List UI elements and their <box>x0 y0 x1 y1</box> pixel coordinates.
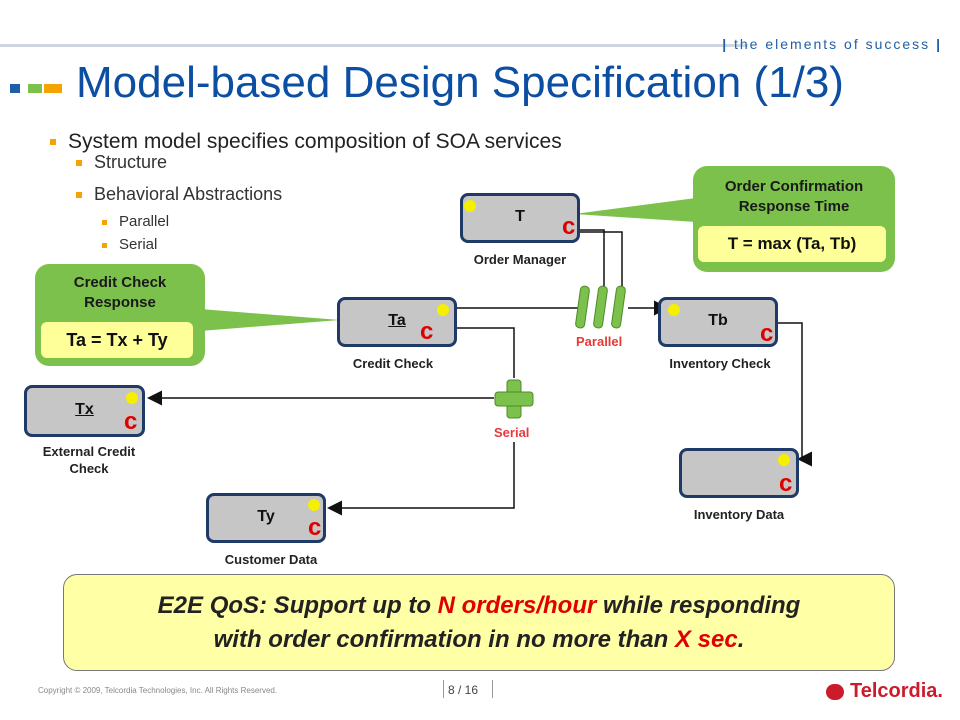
bullet-l2-behavior: Behavioral Abstractions <box>76 184 282 205</box>
label-serial: Serial <box>494 425 530 440</box>
bullet-l3-serial: Serial <box>102 236 157 253</box>
service-order-manager-symbol: T <box>515 208 525 225</box>
edge-om-parallel-1 <box>572 229 605 292</box>
bullet-l2-structure-text: Structure <box>94 152 168 172</box>
caption-credit-check: Credit Check <box>352 356 434 371</box>
port-dot-icon <box>464 200 476 212</box>
callout-credit-title-l2: Response <box>84 294 156 311</box>
service-credit-check-symbol: Ta <box>388 312 406 329</box>
port-c-icon: c <box>779 470 793 497</box>
bullet-square-icon <box>50 139 56 146</box>
bullet-l1-text: System model specifies composition of SO… <box>68 130 562 153</box>
bullet-l3-serial-text: Serial <box>119 236 158 253</box>
edge-ta-serial <box>430 327 515 378</box>
bullet-l3-parallel: Parallel <box>102 213 169 230</box>
bullet-l2-structure: Structure <box>76 152 167 173</box>
port-c-icon: c <box>124 408 138 435</box>
bullet-l3-parallel-text: Parallel <box>119 213 170 230</box>
caption-order-manager: Order Manager <box>473 252 567 267</box>
formula-credit: Ta = Tx + Ty <box>41 322 193 358</box>
serial-operator-icon <box>494 379 534 419</box>
callout-order-title-l2: Response Time <box>738 198 850 215</box>
qos-line-2: with order confirmation in no more than … <box>64 623 894 657</box>
bullet-l2-behavior-text: Behavioral Abstractions <box>94 184 283 204</box>
slide-title: Model-based Design Specification (1/3) <box>76 58 844 107</box>
title-deco-blue <box>10 84 20 93</box>
callout-order-title-l1: Order Confirmation <box>724 178 864 195</box>
qos-statement: E2E QoS: Support up to N orders/hour whi… <box>63 574 895 671</box>
edge-om-parallel-2 <box>572 231 623 292</box>
port-dot-icon <box>437 304 449 316</box>
qos-highlight: X sec <box>674 626 738 653</box>
port-dot-icon <box>308 499 320 511</box>
qos-text: with order confirmation in no more than <box>213 626 675 653</box>
page-divider <box>492 680 493 698</box>
bullet-square-icon <box>76 192 82 199</box>
caption-inventory-data: Inventory Data <box>693 507 785 522</box>
tagline: | the elements of success | <box>722 36 942 52</box>
port-dot-icon <box>668 304 680 316</box>
service-external-credit: Tx <box>24 385 145 437</box>
port-c-icon: c <box>562 213 576 240</box>
callout-credit-check: Credit Check Response Ta = Tx + Ty <box>35 264 205 366</box>
qos-text: E2E QoS: Support up to <box>157 592 438 619</box>
tagline-text: the elements of success <box>734 36 931 52</box>
caption-customer-data: Customer Data <box>224 552 318 567</box>
port-dot-icon <box>126 392 138 404</box>
title-deco-orange <box>44 84 62 93</box>
callout-pointer-credit <box>200 309 340 331</box>
edge-serial-ty <box>327 442 515 516</box>
header-rule <box>0 44 748 47</box>
bullet-square-icon <box>102 219 107 225</box>
service-external-credit-symbol: Tx <box>75 401 94 418</box>
service-credit-check: Ta <box>337 297 457 347</box>
qos-line-1: E2E QoS: Support up to N orders/hour whi… <box>64 589 894 623</box>
caption-external-credit-l2: Check <box>69 461 109 476</box>
bullet-square-icon <box>102 242 107 248</box>
port-c-icon: c <box>760 320 774 347</box>
telcordia-logo-icon <box>826 684 844 700</box>
callout-pointer-order <box>574 198 696 222</box>
page-number: 8 / 16 <box>448 683 479 697</box>
qos-text: . <box>737 626 745 653</box>
title-deco-green <box>28 84 42 93</box>
page-divider <box>443 680 444 698</box>
callout-credit-title-l1: Credit Check <box>73 274 167 291</box>
service-order-manager: T <box>460 193 580 243</box>
callout-order-confirmation: Order Confirmation Response Time T = max… <box>693 166 895 272</box>
parallel-operator-icon <box>575 285 626 329</box>
service-inventory-check-symbol: Tb <box>708 312 728 329</box>
formula-order: T = max (Ta, Tb) <box>698 226 886 262</box>
port-c-icon: c <box>420 318 434 345</box>
telcordia-logo: Telcordia. <box>850 680 943 702</box>
caption-external-credit-l1: External Credit <box>42 444 136 459</box>
label-parallel: Parallel <box>576 334 623 349</box>
bullet-l1: System model specifies composition of SO… <box>50 130 562 154</box>
qos-highlight: N orders/hour <box>437 592 597 619</box>
service-customer-data-symbol: Ty <box>257 508 275 525</box>
caption-inventory-check: Inventory Check <box>669 356 771 371</box>
service-inventory-check: Tb <box>658 297 778 347</box>
port-dot-icon <box>778 454 790 466</box>
copyright: Copyright © 2009, Telcordia Technologies… <box>38 686 278 695</box>
qos-text: while responding <box>596 592 801 619</box>
edge-tb-invdata <box>776 322 812 467</box>
port-c-icon: c <box>308 514 322 541</box>
service-customer-data: Ty <box>206 493 326 543</box>
bullet-square-icon <box>76 160 82 167</box>
